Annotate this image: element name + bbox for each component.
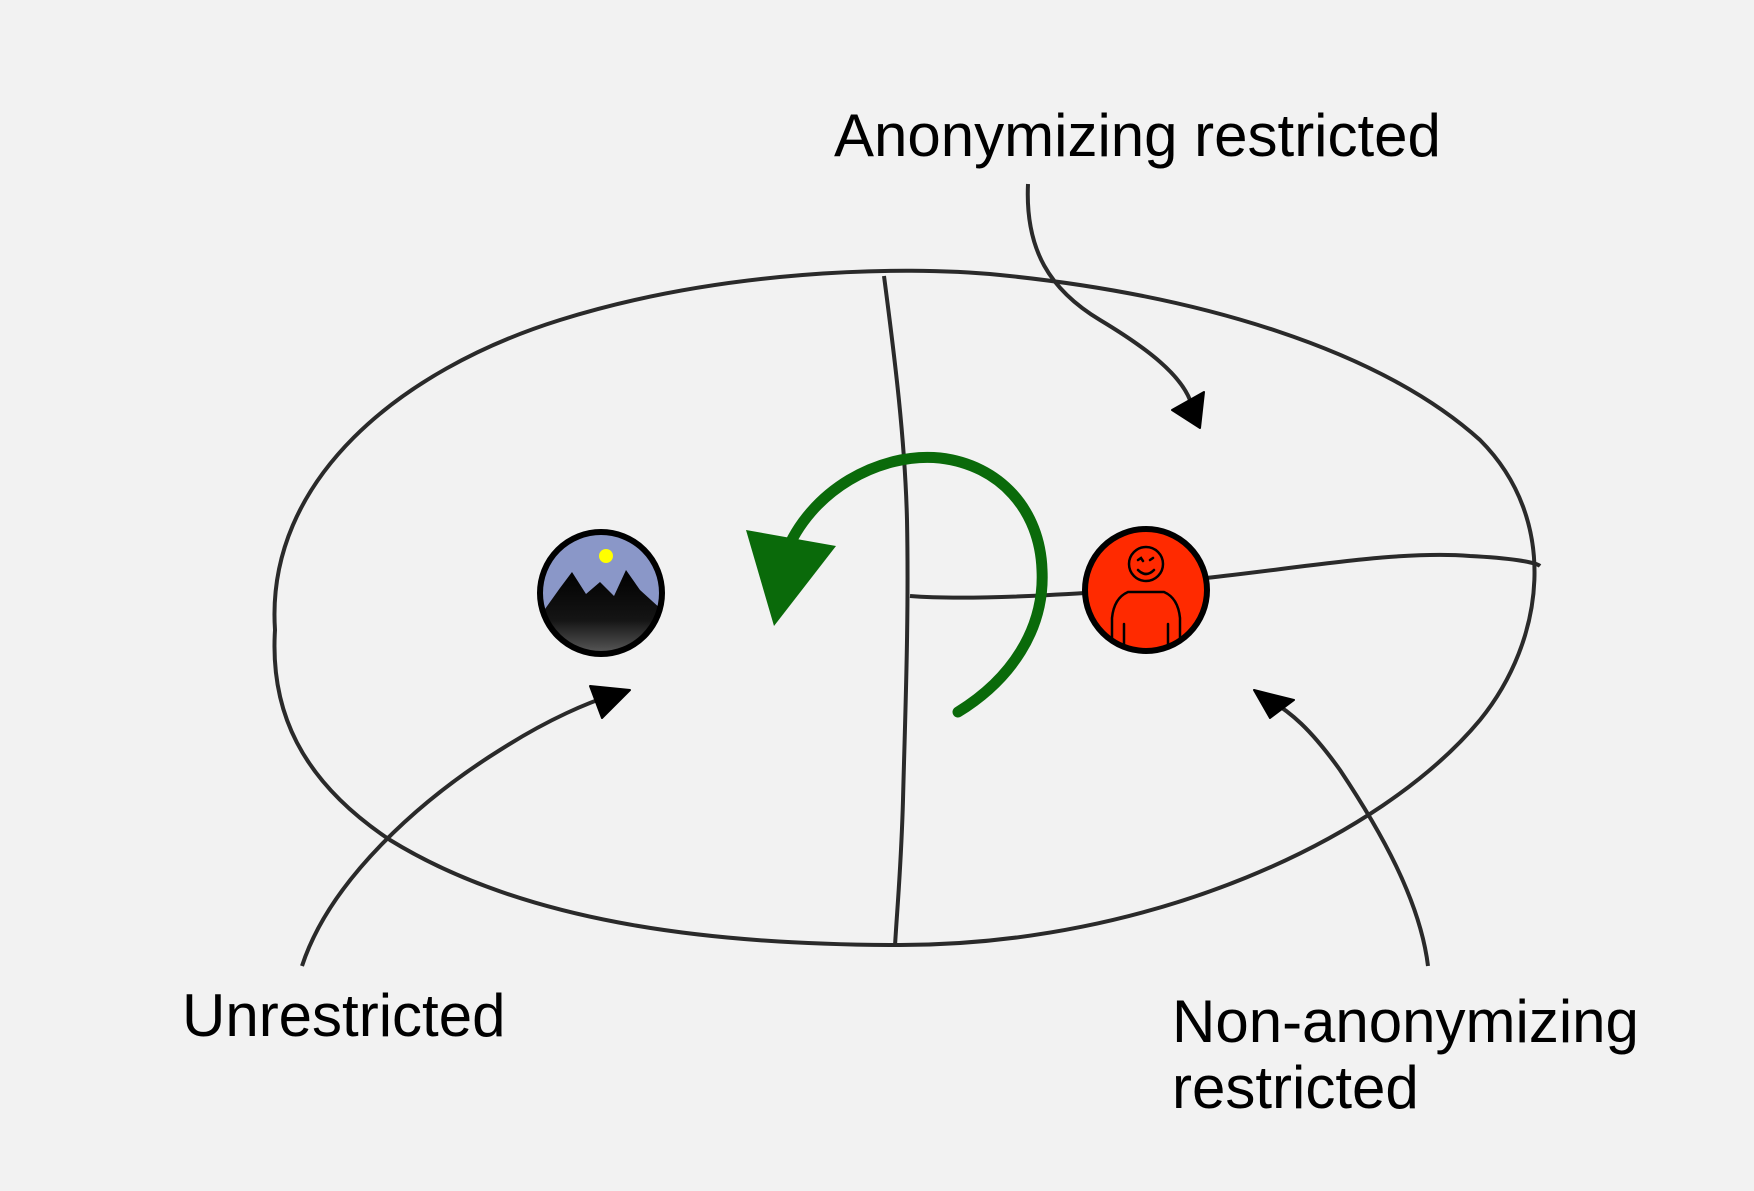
outer-ellipse <box>272 268 1537 947</box>
pointer-arrow-non-anonymizing <box>1253 689 1430 967</box>
vertical-divider <box>882 275 910 947</box>
pointer-arrow-anonymizing <box>1025 183 1205 429</box>
pointer-arrow-unrestricted <box>300 685 631 967</box>
mountain-landscape-icon <box>537 529 665 657</box>
label-anonymizing-restricted: Anonymizing restricted <box>834 102 1441 169</box>
label-unrestricted: Unrestricted <box>182 982 505 1049</box>
smiling-person-icon <box>1082 526 1210 654</box>
counterclockwise-rotation-arrow-icon <box>746 451 1048 718</box>
horizontal-divider <box>909 552 1542 600</box>
label-non-anonymizing-line1: Non-anonymizing <box>1172 988 1639 1055</box>
label-non-anonymizing-line2: restricted <box>1172 1054 1419 1121</box>
